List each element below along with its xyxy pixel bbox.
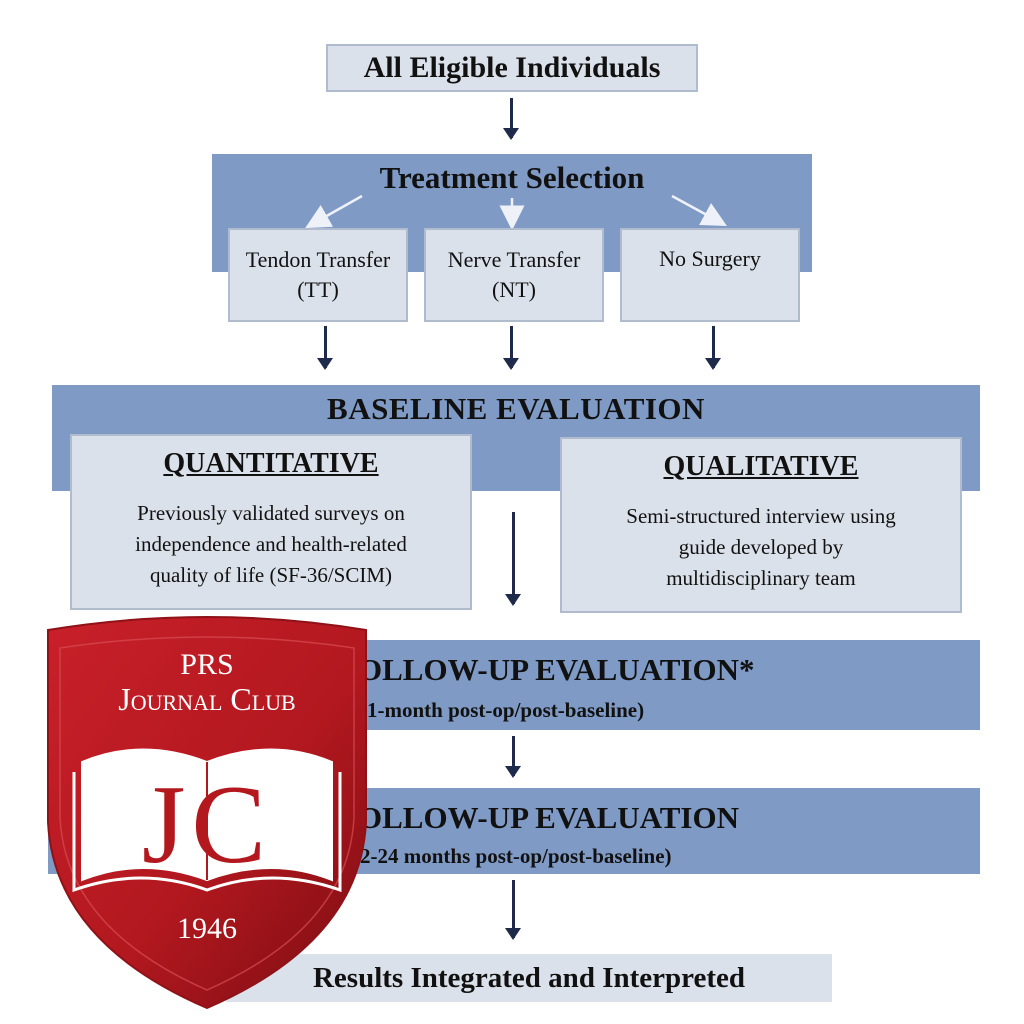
followup-2-subtitle: 2-24 months post-op/post-baseline) (360, 844, 672, 868)
quantitative-line: independence and health-related (135, 532, 407, 556)
no-surgery-box: No Surgery (620, 228, 800, 322)
arrow-tt-to-baseline (317, 326, 333, 370)
arrow-baseline-to-followup1 (505, 512, 521, 606)
treatment-selection-title: Treatment Selection (379, 160, 645, 195)
quantitative-heading: QUANTITATIVE (163, 448, 379, 479)
arrow-followup2-to-results (505, 880, 521, 940)
followup-1-subtitle: (1-month post-op/post-baseline) (360, 698, 645, 722)
prs-journal-club-badge: PRS Journal Club JC 1946 (47, 616, 367, 1010)
qualitative-line: guide developed by (678, 535, 844, 559)
baseline-evaluation-title: BASELINE EVALUATION (327, 391, 705, 426)
qualitative-description: Semi-structured interview using guide de… (582, 501, 940, 594)
tendon-transfer-label: Tendon Transfer (245, 247, 391, 272)
nerve-transfer-abbr: (NT) (492, 277, 536, 302)
qualitative-heading: QUALITATIVE (663, 451, 859, 482)
quantitative-box: QUANTITATIVE Previously validated survey… (70, 434, 472, 610)
results-label: Results Integrated and Interpreted (312, 961, 746, 994)
tendon-transfer-abbr: (TT) (297, 277, 339, 302)
arrow-ns-to-baseline (705, 326, 721, 370)
badge-prs-text: PRS (180, 648, 233, 681)
eligible-individuals-label: All Eligible Individuals (363, 51, 661, 84)
qualitative-line: Semi-structured interview using (626, 504, 896, 528)
followup-2-title: OLLOW-UP EVALUATION (358, 800, 739, 835)
quantitative-line: quality of life (SF-36/SCIM) (149, 563, 393, 587)
qualitative-line: multidisciplinary team (666, 566, 856, 590)
quantitative-line: Previously validated surveys on (137, 501, 405, 525)
badge-journal-club-text: Journal Club (118, 681, 295, 717)
badge-monogram: JC (142, 763, 272, 887)
badge-year: 1946 (177, 912, 237, 945)
qualitative-box: QUALITATIVE Semi-structured interview us… (560, 437, 962, 613)
arrow-followup1-to-followup2 (505, 736, 521, 778)
nerve-transfer-label: Nerve Transfer (447, 247, 581, 272)
followup-1-title: OLLOW-UP EVALUATION* (358, 652, 755, 687)
quantitative-description: Previously validated surveys on independ… (92, 498, 450, 591)
eligible-individuals-box: All Eligible Individuals (326, 44, 698, 92)
results-box: Results Integrated and Interpreted (226, 954, 832, 1002)
arrow-eligible-to-selection (503, 98, 519, 140)
tendon-transfer-box: Tendon Transfer (TT) (228, 228, 408, 322)
nerve-transfer-box: Nerve Transfer (NT) (424, 228, 604, 322)
arrow-nt-to-baseline (503, 326, 519, 370)
no-surgery-label: No Surgery (659, 246, 761, 271)
